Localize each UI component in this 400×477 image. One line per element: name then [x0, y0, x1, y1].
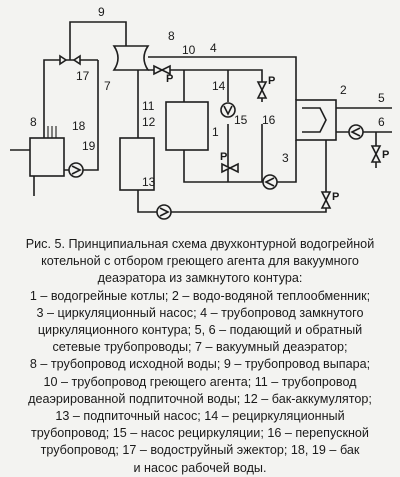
recirculation-pump [220, 102, 236, 118]
caption-title-line: котельной с отбором греющего агента для … [41, 254, 359, 269]
label-2: 2 [340, 83, 347, 97]
hot-water-boiler [165, 101, 209, 151]
label-1: 1 [212, 125, 219, 139]
regulator-label: P [166, 73, 173, 85]
heat-exchanger [295, 99, 337, 141]
label-10: 10 [182, 43, 196, 57]
caption-legend-line: 10 – трубопровод греющего агента; 11 – т… [43, 374, 357, 389]
regulator-loop [256, 81, 268, 99]
label-6: 6 [378, 115, 385, 129]
label-15: 15 [234, 113, 248, 127]
regulator-label: P [332, 191, 339, 203]
callouts: 9 8 10 4 7 17 11 12 14 15 16 1 2 5 6 3 1… [30, 5, 385, 189]
caption-legend-line: трубопровод; 15 – насос рециркуляции; 16… [31, 426, 369, 441]
regulator-network [370, 145, 382, 163]
label-12: 12 [142, 115, 156, 129]
storage-tank [119, 137, 155, 191]
label-11: 11 [142, 99, 155, 113]
regulator-label: P [268, 75, 275, 87]
label-18: 18 [72, 119, 86, 133]
caption-legend-line: 8 – трубопровод исходной воды; 9 – трубо… [29, 357, 371, 372]
label-8-left: 8 [30, 115, 37, 129]
caption-legend-line: и насос рабочей воды. [133, 460, 267, 475]
regulator-heating-agent [153, 64, 171, 76]
caption-legend-line: 3 – циркуляционный насос; 4 – трубопрово… [36, 305, 364, 320]
figure-caption: Рис. 5. Принципиальная схема двухконтурн… [4, 236, 396, 477]
caption-legend-line: 1 – водогрейные котлы; 2 – водо-водяной … [29, 288, 371, 303]
pipelines [10, 21, 392, 213]
label-3: 3 [282, 151, 289, 165]
regulators: P P P P P [153, 64, 389, 209]
regulator-makeup [320, 191, 332, 209]
caption-title-line: Рис. 5. Принципиальная схема двухконтурн… [25, 237, 375, 251]
regulator-label: P [220, 151, 227, 163]
caption-legend-line: 13 – подпиточный насос; 14 – рециркуляци… [55, 409, 345, 424]
label-17: 17 [76, 69, 90, 83]
caption-legend-line: деаэрированной подпиточной воды; 12 – ба… [28, 391, 372, 406]
label-4: 4 [210, 41, 217, 55]
network-pump [348, 124, 364, 140]
circulation-pump [262, 174, 278, 190]
label-5: 5 [378, 91, 385, 105]
vacuum-deaerator [112, 45, 150, 71]
caption-legend-line: сетевые трубопроводы; 7 – вакуумный деаэ… [52, 340, 348, 355]
regulator-recirculation [221, 162, 239, 174]
heat-exchanger-coil [302, 107, 327, 133]
vapor-pipeline [69, 21, 127, 60]
heating-scheme-diagram: P P P P P 9 8 [10, 5, 392, 220]
regulator-label: P [382, 149, 389, 161]
loop-return [183, 140, 297, 183]
caption-legend-line: циркуляционного контура; 5, 6 – подающий… [37, 323, 363, 338]
working-water-pump [68, 162, 84, 178]
closed-loop-top [148, 56, 297, 100]
tank-level-marks [47, 126, 57, 138]
label-13: 13 [142, 175, 156, 189]
makeup-pump [156, 204, 172, 220]
label-7: 7 [104, 79, 111, 93]
label-14: 14 [212, 79, 226, 93]
label-19: 19 [82, 139, 96, 153]
caption-legend-line: трубопровод; 17 – водоструйный эжектор; … [40, 443, 360, 458]
label-8-top: 8 [168, 29, 175, 43]
equipment [29, 45, 364, 220]
water-jet-ejector [59, 54, 81, 66]
label-9: 9 [98, 5, 105, 19]
makeup-pipeline [137, 140, 327, 213]
label-16: 16 [262, 113, 276, 127]
caption-title-line: деаэратора из замкнутого контура: [97, 271, 303, 286]
working-water-tank [29, 137, 65, 177]
